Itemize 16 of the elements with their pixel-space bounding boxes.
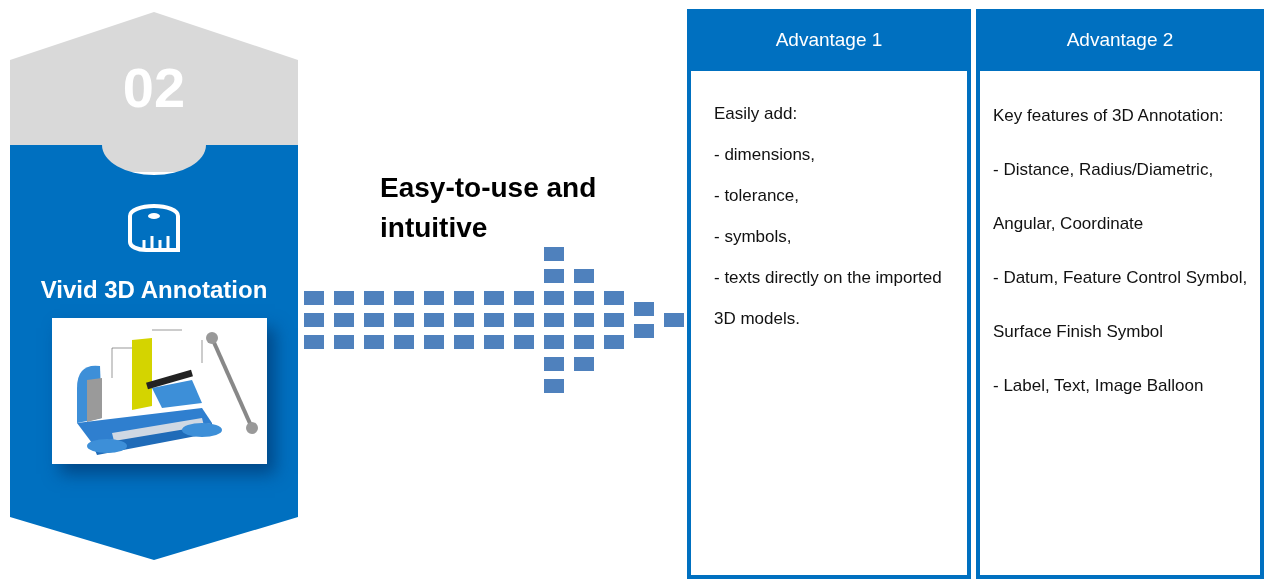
advantage-panel <box>687 9 971 579</box>
edge-label: Easy-to-use and intuitive <box>380 171 598 245</box>
vise-drawing <box>52 318 267 464</box>
block-arrow <box>304 247 684 393</box>
panel-intro: Key features of 3D Annotation: <box>993 105 1225 127</box>
list-item: - Label, Text, Image Balloon <box>993 375 1205 397</box>
hexagon-card <box>10 12 298 560</box>
list-item: - symbols, <box>714 226 793 248</box>
list-item: - Datum, Feature Control Symbol, Surface Finish Symbol <box>993 267 1249 343</box>
panel-intro: Easily add: <box>714 103 799 125</box>
list-item: - Distance, Radius/Diametric, Angular, Coordinate <box>993 159 1215 235</box>
list-item: - texts directly on the imported 3D models. <box>714 267 943 330</box>
advantage-panel <box>976 9 1264 579</box>
list-item: - tolerance, <box>714 185 801 207</box>
card-title: Vivid 3D Annotation <box>39 276 269 304</box>
list-item: - dimensions, <box>714 144 817 166</box>
